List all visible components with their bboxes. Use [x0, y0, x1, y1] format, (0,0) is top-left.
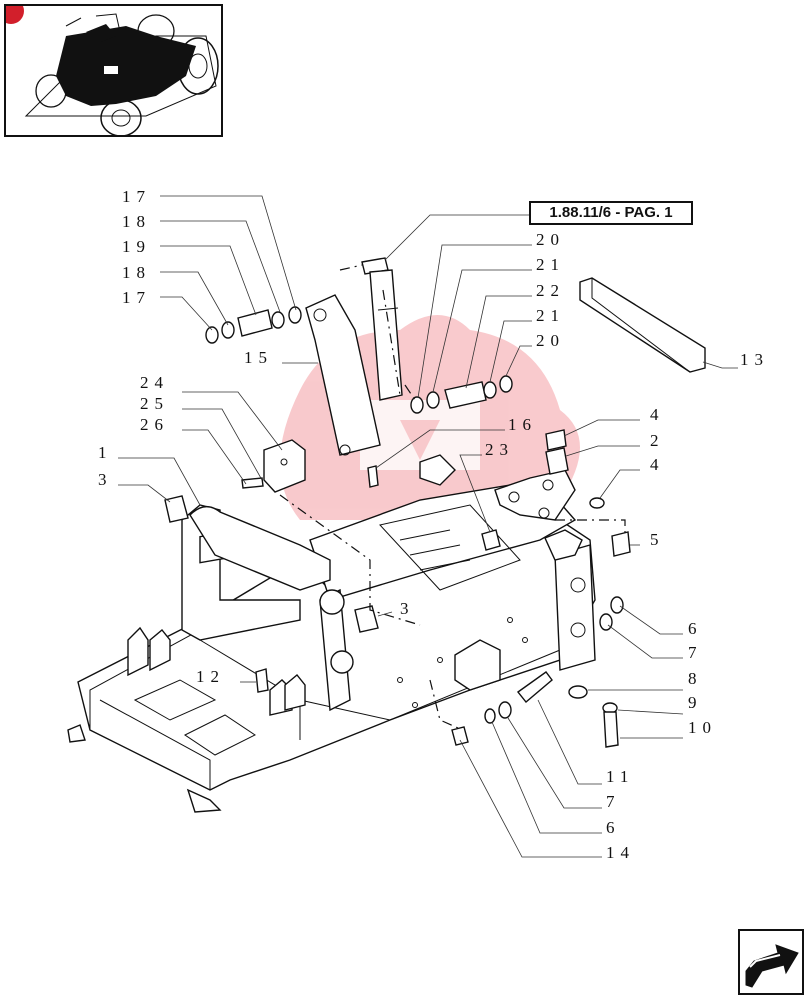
corner-badge	[6, 6, 24, 24]
next-page-button[interactable]	[738, 929, 804, 995]
bolt-part	[241, 477, 264, 489]
bar-part	[579, 277, 706, 373]
callout-10: 10	[688, 718, 717, 737]
callout-20: 20	[536, 230, 565, 249]
pin-11	[516, 671, 553, 703]
next-page-arrow-icon	[745, 944, 799, 988]
tractor-thumbnail	[4, 4, 223, 137]
callout-20-b: 20	[536, 331, 565, 350]
callout-8: 8	[688, 669, 703, 688]
washer-6	[610, 596, 624, 614]
bushing-part-2	[354, 605, 379, 633]
callout-21-b: 21	[536, 306, 565, 325]
callout-24: 24	[140, 373, 169, 392]
callout-18: 18	[122, 212, 151, 231]
callout-3-b: 3	[400, 599, 415, 618]
callout-14: 14	[606, 843, 635, 862]
pin-assembly-left	[205, 306, 302, 344]
callout-4-b: 4	[650, 455, 665, 474]
bracket-part	[263, 439, 306, 493]
callout-6: 6	[688, 619, 703, 638]
callout-5: 5	[650, 530, 665, 549]
fitting-12	[255, 668, 269, 693]
callout-25: 25	[140, 394, 169, 413]
callout-18-b: 18	[122, 263, 151, 282]
circlip-7	[599, 613, 613, 631]
callout-19: 19	[122, 237, 151, 256]
rubber-mount-5	[611, 531, 631, 557]
callout-11: 11	[606, 767, 634, 786]
stop-part	[481, 529, 501, 551]
callout-3: 3	[98, 470, 113, 489]
callout-16: 16	[508, 415, 537, 434]
bushing-part	[164, 495, 189, 523]
callout-1: 1	[98, 443, 113, 462]
pin-assembly-right	[410, 375, 513, 414]
callout-12: 12	[196, 667, 225, 686]
callout-7: 7	[688, 643, 703, 662]
hydraulic-cylinder	[361, 257, 403, 401]
tractor-thumbnail-icon	[24, 13, 219, 135]
spacer-8	[568, 685, 588, 699]
callout-17: 17	[122, 187, 151, 206]
page-reference-box[interactable]: 1.88.11/6 - PAG. 1	[529, 201, 693, 225]
callout-13: 13	[740, 350, 769, 369]
callout-23: 23	[485, 440, 514, 459]
bushing-14	[451, 726, 469, 746]
callout-4: 4	[650, 405, 665, 424]
callout-7-c: 7	[606, 792, 621, 811]
grease-fitting	[367, 465, 379, 488]
callout-22: 22	[536, 281, 565, 300]
circlip-7b	[484, 708, 496, 724]
lift-arm	[305, 294, 381, 456]
leader-lines	[118, 195, 738, 858]
bolt-10	[603, 711, 619, 748]
callout-6-c: 6	[606, 818, 621, 837]
callout-26: 26	[140, 415, 169, 434]
callout-2: 2	[650, 431, 665, 450]
callout-15: 15	[244, 348, 273, 367]
washer-4	[589, 497, 605, 509]
callout-9: 9	[688, 693, 703, 712]
rubber-pad-upper	[545, 429, 567, 451]
washer-6b	[498, 701, 512, 719]
callout-21: 21	[536, 255, 565, 274]
rocker-plate	[494, 469, 576, 521]
callout-17-b: 17	[122, 288, 151, 307]
callout-labels: 17 18 19 18 17 15 24 25 26 1 3 20 21 22 …	[98, 187, 769, 862]
rubber-block	[545, 447, 569, 475]
